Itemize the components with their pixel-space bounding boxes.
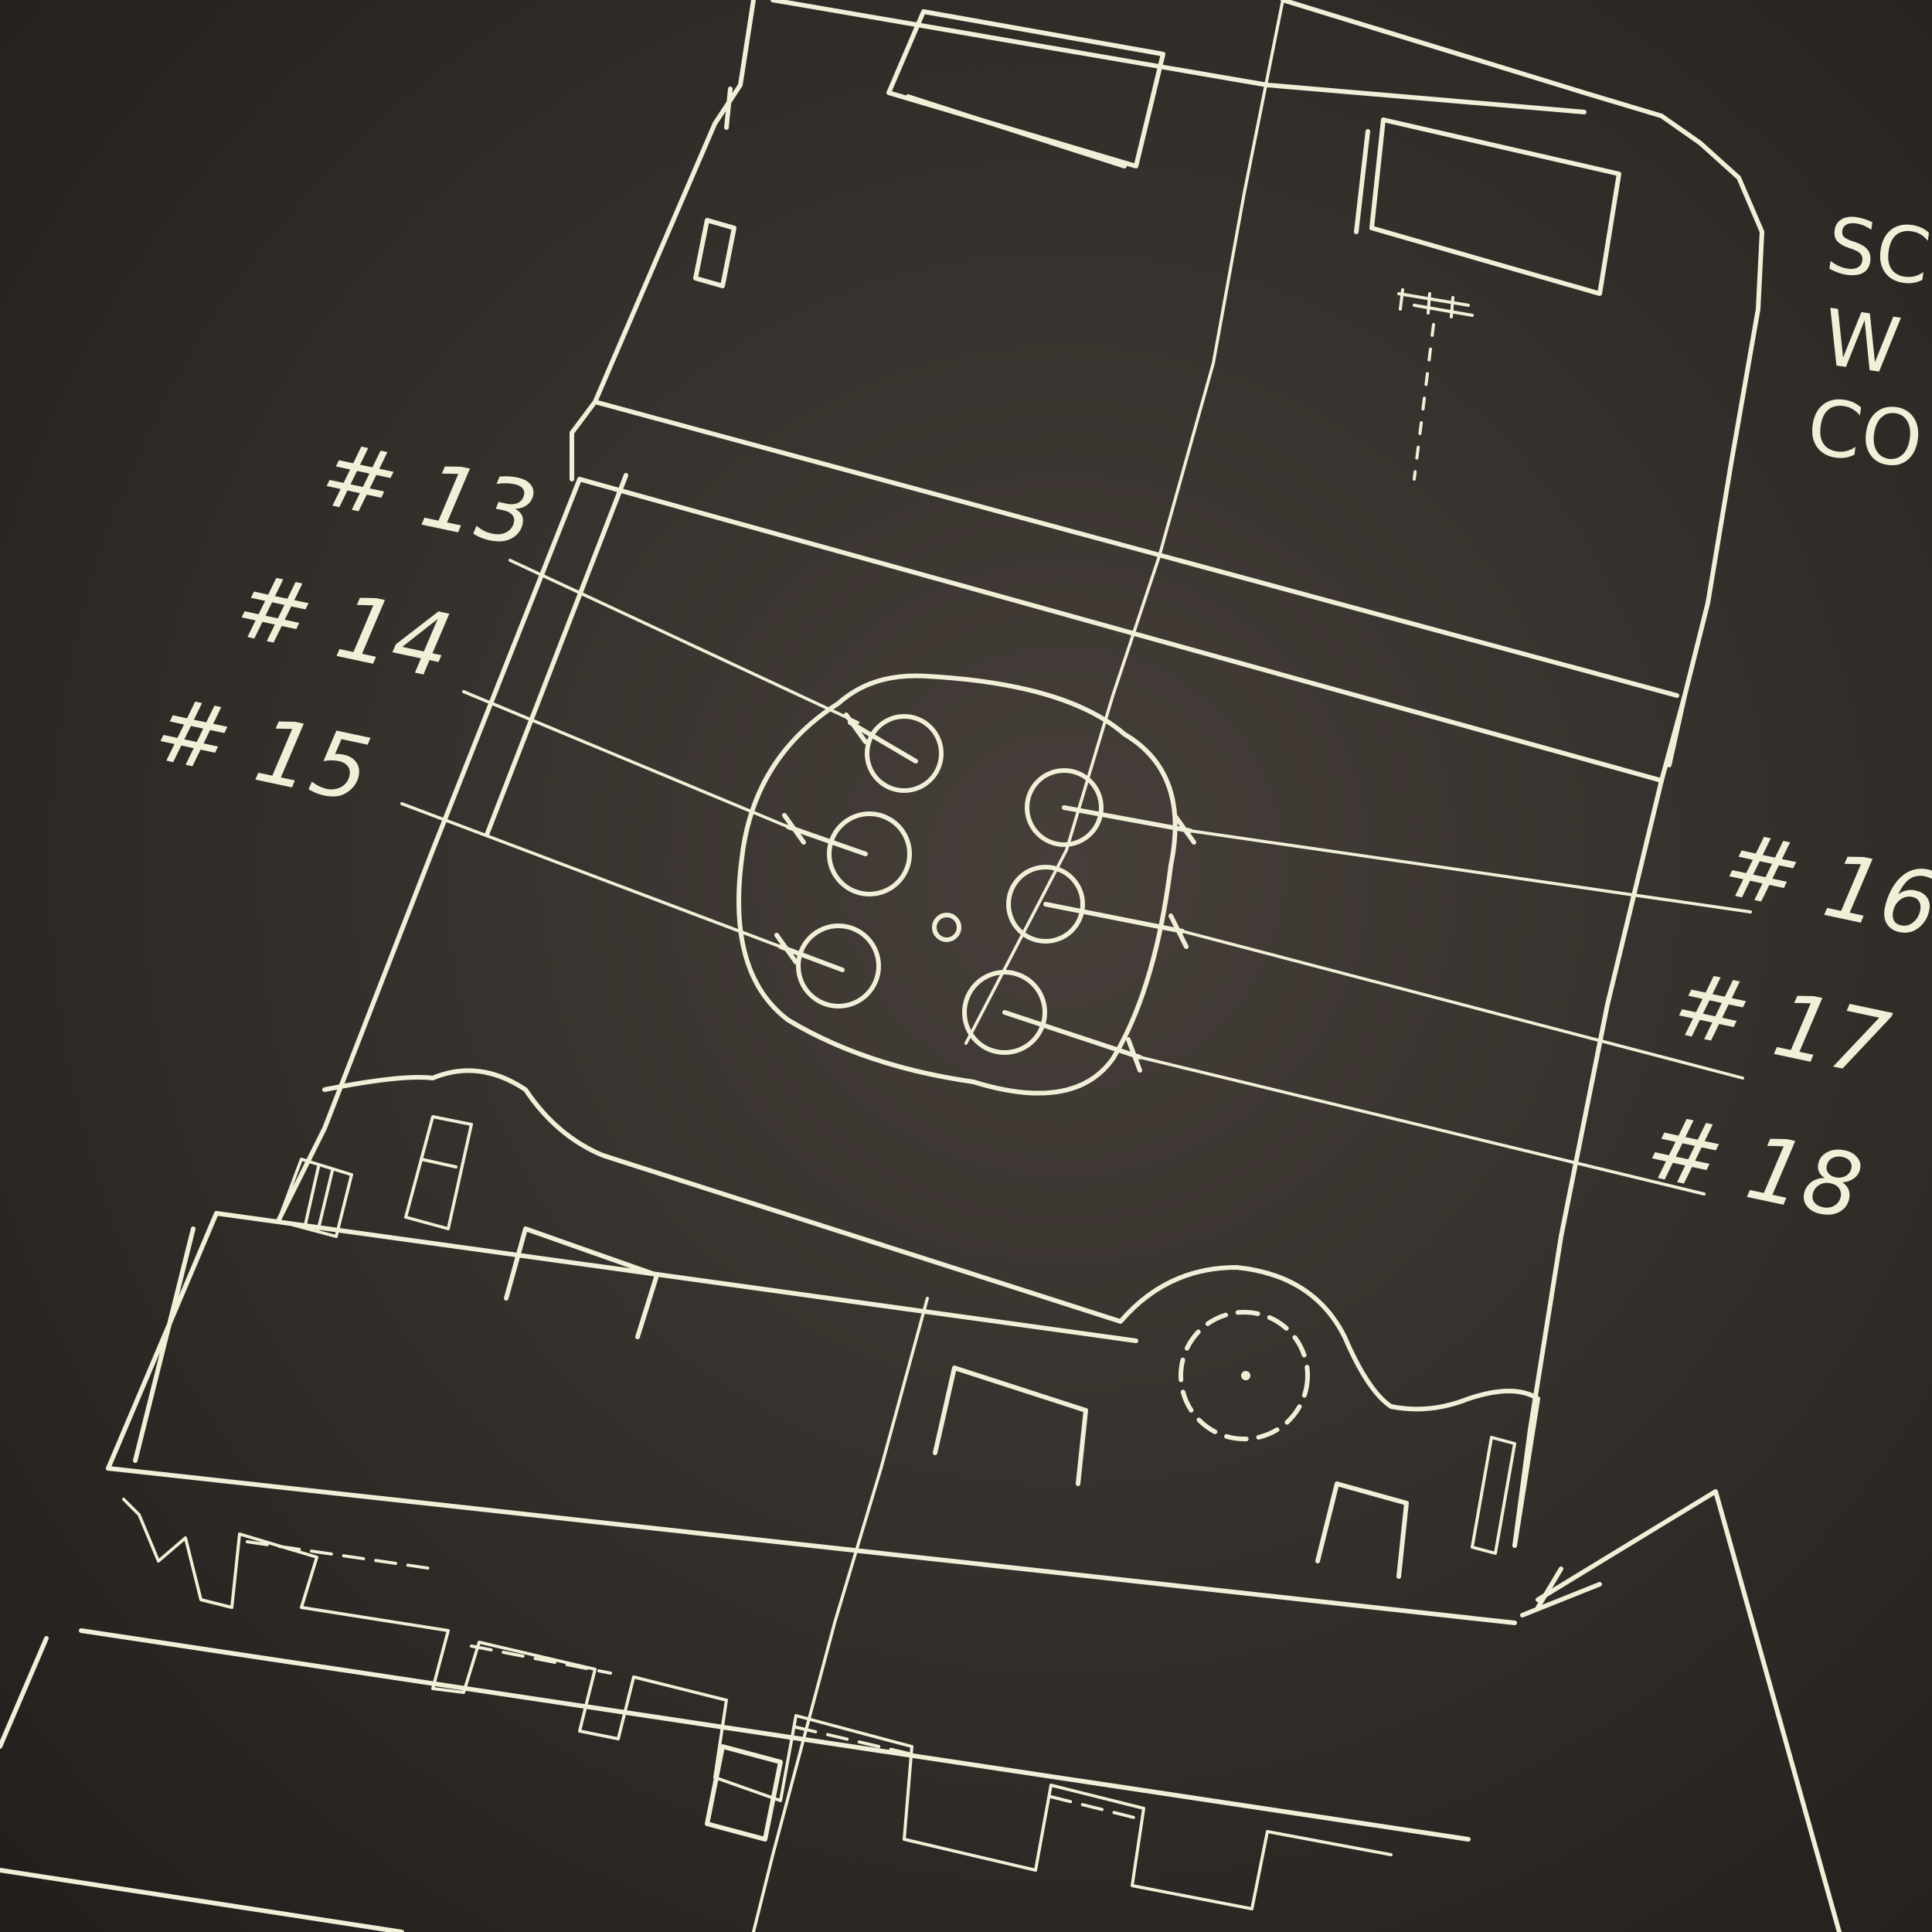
cab-window-right [1354,117,1621,296]
pilot-step-right [1512,1396,1842,1932]
right-guide-line [1413,323,1435,481]
cab-window-left [886,9,1165,168]
centerline [752,0,1284,1932]
small-slot-left [693,87,736,288]
pin-17 [1006,865,1189,949]
side-note-line-3: CO [1802,381,1928,487]
side-note-line-1: SC [1821,199,1932,303]
hatch-box-left [504,1226,659,1339]
pin-18 [962,970,1142,1073]
lower-frame [106,1068,1540,1625]
pin-16 [1025,768,1196,847]
leader-lines [400,559,1752,1196]
pilot-steps [0,1498,1471,1932]
center-hole [932,913,961,942]
pin-14 [782,811,912,896]
side-grille-right [1471,1436,1516,1555]
hatch-box-right [933,1366,1409,1579]
connector-plate [736,673,1178,1096]
small-slot-right [1397,288,1474,318]
pin-15 [774,923,881,1009]
fuel-cap [1179,1310,1310,1441]
side-note-line-2: W [1818,292,1906,393]
side-grille-left [277,1115,473,1238]
